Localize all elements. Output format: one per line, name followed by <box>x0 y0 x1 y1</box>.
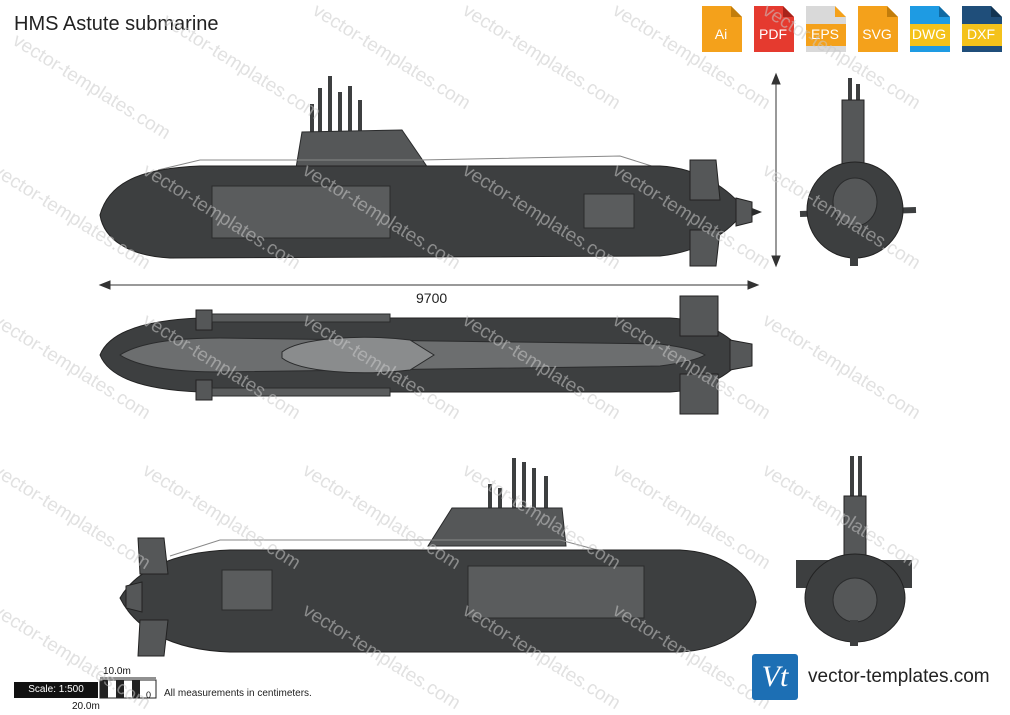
scale-label: Scale: 1:500 <box>14 682 98 698</box>
measurement-note: All measurements in centimeters. <box>164 688 312 699</box>
brand-name: vector-templates.com <box>808 666 990 687</box>
file-dwg-icon <box>910 6 950 52</box>
file-dxf-icon <box>962 6 1002 52</box>
page-title: HMS Astute submarine <box>14 13 219 35</box>
front-view-top <box>799 78 917 266</box>
scale-zero-label: 0 <box>146 690 152 700</box>
file-eps-icon <box>806 6 846 52</box>
dimension-lines <box>98 72 781 290</box>
side-view-top <box>99 76 762 267</box>
file-pdf-icon <box>754 6 794 52</box>
file-svg-icon <box>858 6 898 52</box>
format-ai-button[interactable]: Ai <box>698 4 744 54</box>
format-dxf-button[interactable]: DXF <box>958 4 1004 54</box>
rear-view-bottom <box>796 456 912 646</box>
brand-footer[interactable]: Vt vector-templates.com <box>752 654 990 700</box>
side-view-bottom <box>119 458 757 657</box>
format-buttons: Ai PDF EPS SVG DWG DXF <box>698 4 1004 54</box>
brand-logo: Vt <box>752 654 798 700</box>
scale-bottom-label: 20.0m <box>72 701 100 712</box>
format-eps-button[interactable]: EPS <box>802 4 848 54</box>
scale-top-label: 10.0m <box>103 666 131 677</box>
format-svg-button[interactable]: SVG <box>854 4 900 54</box>
length-dimension-label: 9700 <box>416 290 448 306</box>
format-dwg-button[interactable]: DWG <box>906 4 952 54</box>
top-view <box>99 295 753 415</box>
scale-bar-graphic <box>99 677 157 699</box>
format-pdf-button[interactable]: PDF <box>750 4 796 54</box>
file-ai-icon <box>702 6 742 52</box>
